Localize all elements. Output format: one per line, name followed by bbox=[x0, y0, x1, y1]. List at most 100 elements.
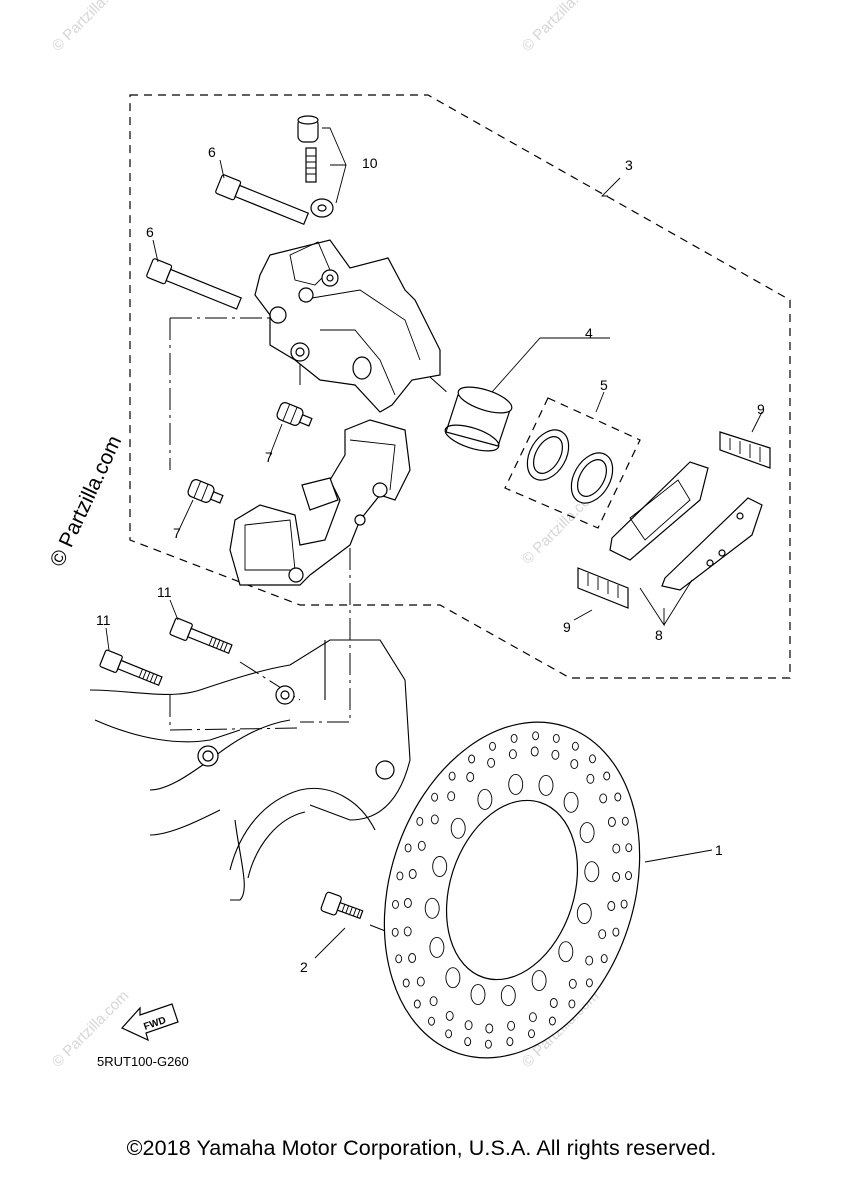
pin-boot-lower bbox=[187, 479, 224, 504]
disc-hole bbox=[570, 759, 579, 770]
disc-hole bbox=[600, 954, 608, 964]
disc-hole bbox=[466, 772, 475, 782]
disc-hole bbox=[558, 941, 574, 963]
disc-hole bbox=[506, 1037, 514, 1047]
disc-hole bbox=[548, 1016, 556, 1026]
disc-hole bbox=[429, 996, 438, 1007]
disc-hole bbox=[445, 1029, 453, 1039]
caliper-bracket bbox=[229, 419, 411, 586]
disc-hole bbox=[625, 843, 633, 853]
disc-hole bbox=[599, 793, 608, 804]
disc-hole bbox=[431, 792, 439, 802]
disc-hole bbox=[403, 898, 412, 908]
disc-hole bbox=[586, 773, 595, 784]
disc-hole bbox=[391, 927, 399, 937]
disc-hole bbox=[445, 967, 461, 989]
disc-hole bbox=[430, 814, 439, 825]
disc-hole bbox=[576, 903, 592, 924]
disc-hole bbox=[531, 970, 547, 992]
disc-hole bbox=[392, 899, 399, 909]
callout-5: 5 bbox=[600, 377, 608, 393]
caliper-assembly-outline bbox=[129, 94, 791, 679]
disc-hole bbox=[489, 741, 496, 751]
disc-hole bbox=[614, 792, 622, 802]
piston-seals bbox=[526, 429, 614, 504]
disc-hole bbox=[612, 843, 621, 854]
disc-hole bbox=[408, 953, 417, 963]
disc-hole bbox=[395, 954, 403, 964]
brake-pads bbox=[609, 461, 763, 591]
disc-hole bbox=[416, 976, 425, 987]
disc-hole bbox=[571, 741, 579, 751]
disc-hole bbox=[621, 816, 629, 826]
callout-6-lower: 6 bbox=[146, 224, 154, 240]
disc-hole bbox=[598, 929, 607, 940]
watermark-top-right: © Partzilla.com bbox=[519, 0, 602, 55]
disc-hole bbox=[528, 1029, 535, 1039]
pad-spring-upper bbox=[719, 431, 771, 469]
disc-hole bbox=[538, 774, 554, 796]
disc-hole bbox=[432, 856, 448, 877]
disc-hole bbox=[416, 816, 424, 826]
pad-spring-lower bbox=[577, 567, 629, 609]
pin-boot-upper bbox=[276, 402, 313, 427]
disc-hole bbox=[447, 791, 456, 802]
callout-1: 1 bbox=[715, 842, 723, 858]
caliper-piston bbox=[444, 386, 513, 452]
disc-hole bbox=[445, 1010, 454, 1021]
callout-6-upper: 6 bbox=[208, 144, 216, 160]
disc-hole bbox=[607, 901, 616, 911]
callout-9-lower: 9 bbox=[563, 619, 571, 635]
disc-hole bbox=[450, 817, 466, 839]
disc-hole bbox=[402, 978, 410, 988]
disc-hole bbox=[589, 754, 596, 764]
callout-11-upper: 11 bbox=[157, 584, 172, 600]
disc-hole bbox=[508, 773, 524, 795]
copyright-notice: ©2018 Yamaha Motor Corporation, U.S.A. A… bbox=[126, 1136, 717, 1160]
disc-hole bbox=[413, 999, 421, 1009]
disc-hole bbox=[464, 1020, 473, 1031]
disc-hole bbox=[568, 978, 577, 989]
caliper-bolt-lower bbox=[146, 258, 242, 310]
callout-7-lower: 7 bbox=[173, 525, 181, 541]
caliper-body bbox=[254, 239, 441, 413]
callout-3: 3 bbox=[625, 157, 633, 173]
disc-hole bbox=[429, 936, 445, 958]
disc-hole bbox=[528, 1012, 537, 1023]
seal-kit-outline bbox=[504, 397, 641, 529]
disc-hole bbox=[417, 840, 426, 851]
forward-direction-arrow: FWD bbox=[121, 1003, 179, 1042]
disc-hole bbox=[484, 1039, 492, 1049]
callout-9-upper: 9 bbox=[757, 401, 765, 417]
callout-11-lower: 11 bbox=[96, 612, 111, 628]
bleed-screw bbox=[297, 115, 334, 218]
disc-hole bbox=[585, 955, 594, 966]
brake-disc bbox=[383, 721, 641, 1059]
disc-hole bbox=[485, 1023, 494, 1034]
disc-hole bbox=[549, 998, 558, 1008]
disc-hole bbox=[607, 817, 616, 827]
callout-10: 10 bbox=[362, 155, 378, 171]
callout-8: 8 bbox=[655, 627, 663, 643]
disc-hole bbox=[625, 871, 632, 881]
diagram-code: 5RUT100-G260 bbox=[97, 1054, 189, 1069]
caliper-bolt-upper bbox=[215, 174, 310, 226]
bracket-bolt-lower bbox=[99, 649, 163, 687]
watermark-top-left: © Partzilla.com bbox=[49, 0, 132, 55]
disc-hole bbox=[508, 749, 517, 760]
disc-hole bbox=[470, 984, 486, 1006]
disc-hole bbox=[468, 754, 476, 764]
disc-hole bbox=[612, 927, 620, 937]
caliper-bracket-swingarm bbox=[89, 639, 411, 901]
bracket-bolt-upper bbox=[169, 617, 233, 655]
disc-hole bbox=[487, 757, 496, 768]
disc-hole bbox=[507, 1020, 516, 1031]
disc-hole bbox=[568, 999, 576, 1009]
disc-hole bbox=[403, 926, 412, 937]
disc-hole bbox=[620, 899, 628, 909]
disc-hole bbox=[530, 746, 539, 757]
callout-4: 4 bbox=[585, 325, 593, 341]
disc-hole bbox=[500, 985, 516, 1007]
disc-hole bbox=[477, 788, 493, 810]
